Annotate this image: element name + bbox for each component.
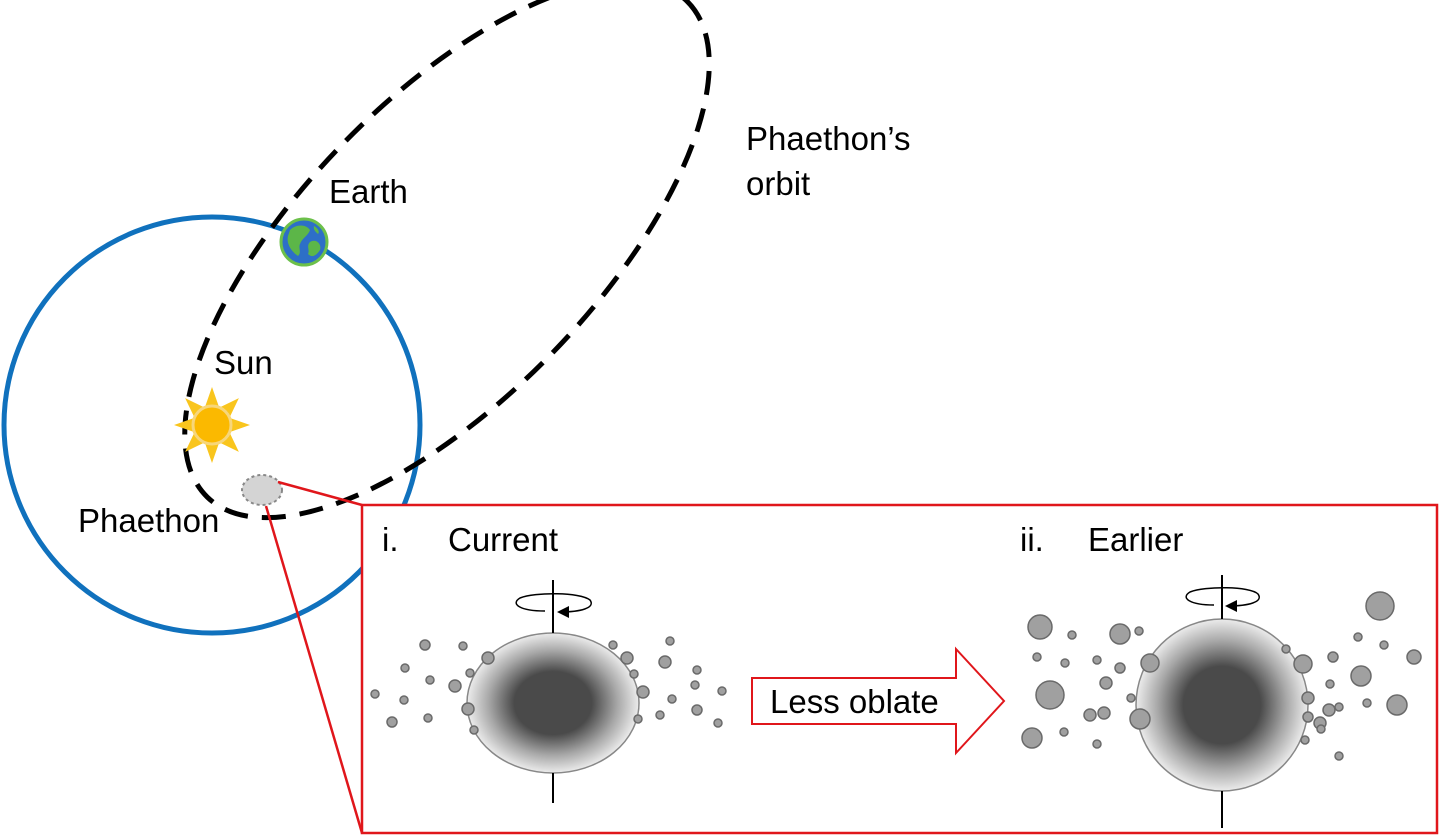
debris-particle [419,639,431,651]
debris-particle [636,685,650,699]
debris-particle [370,689,380,699]
debris-particle [633,714,643,724]
debris-particle [1060,658,1070,668]
sun-label: Sun [214,344,273,381]
rotation-arrow-icon-earlier [1185,586,1261,612]
debris-particle [1316,724,1326,734]
particles-current [370,636,727,735]
debris-particle [465,668,475,678]
current-title: Current [448,521,558,558]
debris-particle [400,663,410,673]
debris-particle [665,636,675,646]
debris-particle [1281,644,1291,654]
debris-particle [1032,652,1042,662]
debris-particle [658,655,672,669]
phaethon-label: Phaethon [78,502,219,539]
debris-particle [386,716,398,728]
debris-particle [1293,654,1313,674]
debris-particle [1300,735,1310,745]
debris-particle [1334,702,1344,712]
debris-particle [1322,703,1336,717]
phaethon-orbit [182,0,712,521]
debris-particle [1334,751,1344,761]
orbit-label-line2: orbit [746,165,810,202]
earlier-title: Earlier [1088,521,1183,558]
debris-particle [1092,655,1102,665]
debris-particle [1059,727,1069,737]
debris-particle [461,702,475,716]
phaethon-body [241,474,283,506]
less-oblate-label: Less oblate [770,683,939,720]
current-numeral: i. [382,521,399,558]
particles-earlier [1021,591,1422,761]
debris-particle [717,686,727,696]
sun-icon [174,387,250,463]
rotation-arrow-icon [515,592,593,618]
debris-particle [1327,651,1339,663]
debris-particle [1067,630,1077,640]
debris-particle [1362,698,1372,708]
earth-globe-icon [279,217,329,267]
debris-particle [423,713,433,723]
debris-particle [1302,711,1314,723]
debris-particle [1021,727,1043,749]
debris-particle [1083,708,1097,722]
debris-particle [448,679,462,693]
debris-particle [1109,623,1131,645]
debris-particle [1126,693,1136,703]
debris-particle [691,704,703,716]
debris-particle [1027,614,1053,640]
debris-particle [1134,626,1144,636]
debris-particle [608,640,618,650]
current-asteroid [466,580,640,803]
debris-particle [1379,640,1389,650]
debris-particle [1092,739,1102,749]
orbit-label-line1: Phaethon’s [746,120,911,157]
debris-particle [692,665,702,675]
debris-particle [1129,708,1151,730]
zoom-line-top [277,480,363,507]
debris-particle [713,718,723,728]
debris-particle [655,710,665,720]
debris-particle [1035,680,1065,710]
earth-orbit [1,214,423,636]
debris-particle [1350,665,1372,687]
earlier-numeral: ii. [1020,521,1044,558]
earlier-asteroid [1135,575,1309,828]
less-oblate-arrow [751,646,1006,756]
debris-particle [1353,632,1363,642]
earth-label: Earth [329,173,408,210]
debris-particle [1365,591,1395,621]
debris-particle [1301,691,1315,705]
debris-particle [399,695,409,705]
debris-particle [425,675,435,685]
debris-particle [629,669,639,679]
debris-particle [481,651,495,665]
debris-particle [620,651,634,665]
zoom-line-bottom [264,505,364,834]
debris-particle [1140,653,1160,673]
debris-particle [1386,694,1408,716]
debris-particle [690,680,700,690]
debris-particle [1114,662,1126,674]
debris-particle [1097,706,1111,720]
debris-particle [1406,649,1422,665]
debris-particle [469,725,479,735]
debris-particle [1325,679,1335,689]
debris-particle [1099,676,1113,690]
debris-particle [458,641,468,651]
debris-particle [667,694,677,704]
